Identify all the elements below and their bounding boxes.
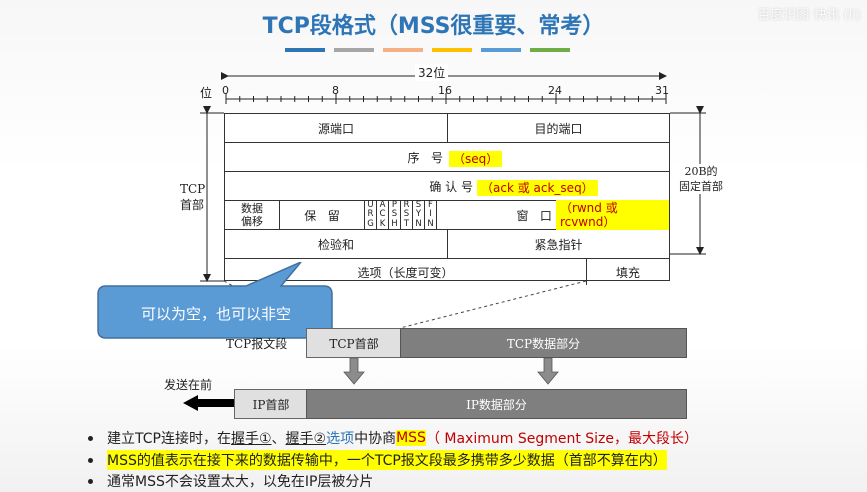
source-port-field: 源端口: [225, 114, 448, 142]
row-ports: 源端口 目的端口: [225, 114, 669, 143]
ack-note: （ack 或 ack_seq）: [477, 179, 598, 196]
bit-position-label: 位: [200, 86, 213, 100]
down-arrow-header: [343, 357, 365, 385]
bullet-2: MSS的值表示在接下来的数据传输中，一个TCP报文段最多携带多少数据（首部不算在…: [88, 450, 667, 470]
data-offset-field: 数据 偏移: [225, 201, 280, 229]
tick-24: 24: [548, 84, 562, 97]
ip-data-box: IP数据部分: [306, 389, 687, 419]
mss-definition: （ Maximum Segment Size，最大段长）: [425, 431, 699, 447]
tick-16: 16: [438, 84, 452, 97]
tcp-data-box: TCP数据部分: [400, 328, 687, 358]
row-ack: 确 认 号 （ack 或 ack_seq）: [225, 172, 669, 201]
handshake-1-text: 握手①: [230, 431, 272, 447]
tcp-segment-label: TCP报文段: [226, 337, 288, 351]
ruler-ticks: [225, 93, 667, 104]
bullet-dot: [88, 435, 93, 441]
ack-number-field: 确 认 号: [429, 179, 473, 194]
accent-bar-6: [530, 48, 570, 52]
bullet-1-mid: 中协商: [354, 431, 397, 447]
bullet-dot: [88, 457, 93, 463]
bullet-3-text: 通常MSS不会设置太大，以免在IP层被分片: [107, 474, 374, 490]
reserved-field: 保 留: [280, 201, 365, 229]
accent-bar-5: [481, 48, 521, 52]
handshake-2-text: 握手②: [285, 431, 327, 447]
options-field: 选项（长度可变）: [225, 259, 587, 285]
tcp-header-table: 源端口 目的端口 序 号 （seq） 确 认 号 （ack 或 ack_seq）…: [224, 113, 670, 285]
seq-note: （seq）: [449, 150, 503, 167]
accent-bar-2: [334, 48, 374, 52]
fixed-header-label: 20B的 固定首部: [676, 164, 726, 194]
window-note: （rwnd 或 rcvwnd）: [555, 200, 669, 230]
window-field: 窗 口: [516, 208, 552, 223]
ip-header-box: IP首部: [234, 389, 308, 419]
tick-8: 8: [332, 84, 339, 97]
bullet-3: 通常MSS不会设置太大，以免在IP层被分片: [88, 471, 373, 491]
bullet-dot: [88, 478, 93, 484]
bullet-1-sep: 、: [271, 431, 286, 447]
row-options: 选项（长度可变） 填充: [225, 259, 669, 285]
tcp-header-box: TCP首部: [306, 328, 402, 358]
mss-highlight: MSS: [396, 430, 426, 446]
leader-right: [399, 280, 587, 329]
send-first-arrow: [183, 395, 234, 411]
bullet-1: 建立TCP连接时，在 握手① 、 握手② 选项 中协商 MSS （ Maximu…: [88, 428, 698, 448]
row-sequence: 序 号 （seq）: [225, 143, 669, 172]
down-arrow-data: [537, 357, 559, 385]
tick-31: 31: [655, 84, 669, 97]
row-checksum: 检验和 紧急指针: [225, 230, 669, 259]
bits-width-label: 32位: [415, 64, 449, 81]
bullet-1-prefix: 建立TCP连接时，在: [107, 431, 231, 447]
options-highlight: 选项: [326, 431, 355, 447]
sequence-number-field: 序 号: [407, 150, 443, 165]
callout-text: 可以为空，也可以非空: [140, 304, 291, 323]
bullet-2-text: MSS的值表示在接下来的数据传输中，一个TCP报文段最多携带多少数据（首部不算在…: [107, 450, 667, 470]
tick-0: 0: [222, 84, 229, 97]
watermark: 百度识图 快讯 (li): [757, 8, 861, 23]
padding-field: 填充: [615, 265, 640, 280]
accent-bar-4: [432, 48, 472, 52]
destination-port-field: 目的端口: [534, 121, 583, 136]
urgent-pointer-field: 紧急指针: [534, 237, 583, 252]
tcp-header-label: TCP 首部: [180, 181, 206, 213]
page-title: TCP段格式（MSS很重要、常考）: [262, 14, 605, 39]
checksum-field: 检验和: [225, 230, 448, 258]
accent-bar-3: [383, 48, 423, 52]
accent-bar-1: [285, 48, 325, 52]
send-first-label: 发送在前: [164, 378, 213, 392]
